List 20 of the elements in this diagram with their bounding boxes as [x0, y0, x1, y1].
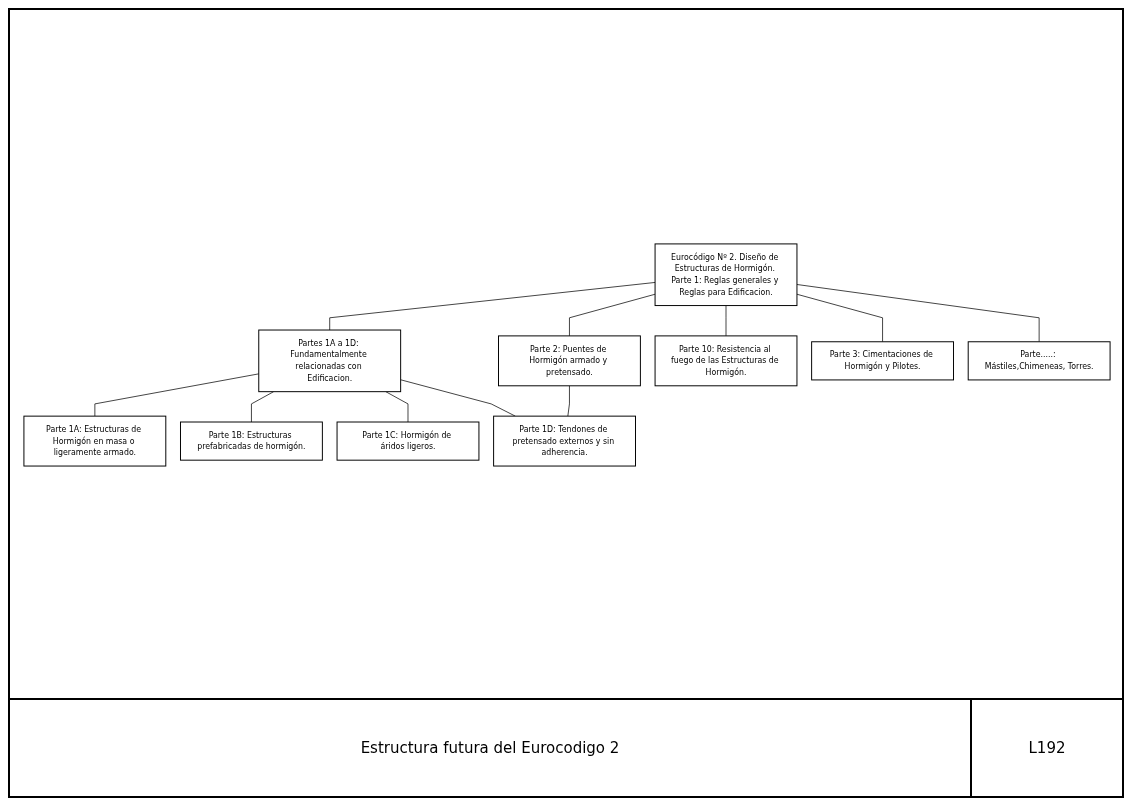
node-box — [654, 335, 798, 387]
node-box — [258, 329, 402, 393]
drawing-number: L192 — [970, 700, 1122, 796]
node-box — [967, 341, 1111, 381]
connector — [567, 385, 570, 417]
connector — [94, 373, 260, 417]
node-box — [180, 421, 323, 461]
node-box — [498, 335, 641, 387]
connector — [400, 379, 516, 417]
node-box — [493, 415, 636, 467]
connector — [569, 293, 656, 337]
node-box — [336, 421, 480, 461]
caption: Estructura futura del Eurocodigo 2 — [359, 738, 621, 759]
node-box — [654, 243, 798, 307]
connector — [725, 305, 727, 337]
connector — [796, 284, 1040, 343]
connector — [796, 293, 883, 343]
node-box — [23, 415, 167, 467]
connector — [329, 282, 656, 331]
node-box — [811, 341, 954, 381]
